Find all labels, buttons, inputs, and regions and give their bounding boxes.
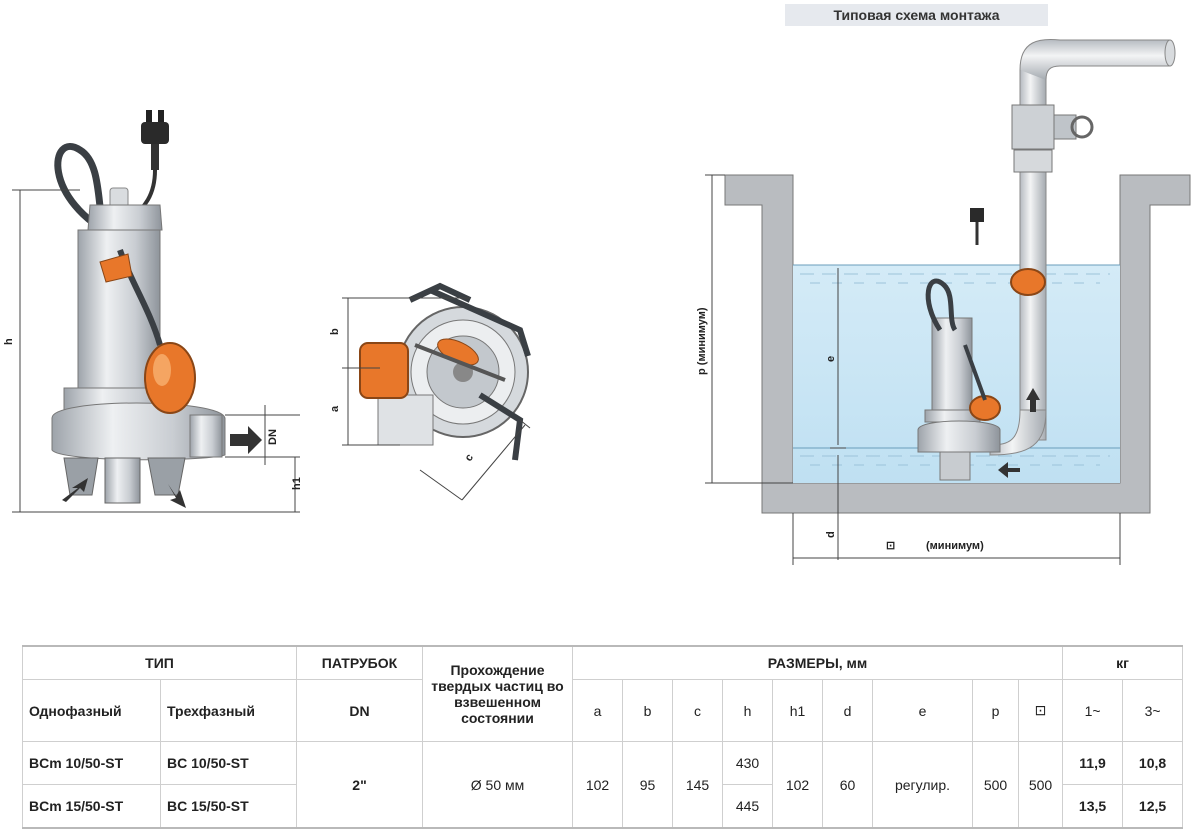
table-row: BCm 10/50-ST BC 10/50-ST 2" Ø 50 мм 102 … xyxy=(22,741,1184,829)
label-dn: DN xyxy=(267,429,279,445)
dimension-width xyxy=(792,513,1121,565)
row1-three: BC 10/50-ST xyxy=(160,741,297,785)
label-h: h xyxy=(3,338,15,345)
dimension-p xyxy=(705,174,793,484)
header-col-h: h xyxy=(722,679,773,742)
header-single-phase: Однофазный xyxy=(22,679,161,742)
header-weight-1ph: 1~ xyxy=(1062,679,1124,742)
cell-d: 60 xyxy=(822,741,873,829)
dimension-h xyxy=(12,189,300,513)
width-minimum: (минимум) xyxy=(926,540,984,552)
installation-schema xyxy=(724,39,1191,514)
cell-width: 500 xyxy=(1017,741,1064,829)
label-d: d xyxy=(825,531,837,538)
row1-w3: 10,8 xyxy=(1122,741,1184,785)
header-weight-3ph: 3~ xyxy=(1122,679,1184,742)
width-symbol: ⊡ xyxy=(886,540,895,552)
header-col-d: d xyxy=(822,679,873,742)
cell-e: регулир. xyxy=(872,741,973,829)
label-b: b xyxy=(329,328,341,335)
row2-three: BC 15/50-ST xyxy=(160,784,297,829)
label-p-min: p (минимум) xyxy=(696,307,708,375)
header-outlet: ПАТРУБОК xyxy=(296,645,423,680)
header-col-e: e xyxy=(872,679,973,742)
header-dimensions: РАЗМЕРЫ, мм xyxy=(571,645,1064,680)
header-col-c: c xyxy=(672,679,723,742)
label-e: e xyxy=(825,356,837,362)
label-c: c xyxy=(463,452,476,464)
header-col-b: b xyxy=(622,679,673,742)
dimension-e xyxy=(830,268,846,449)
cell-p: 500 xyxy=(972,741,1019,829)
dimension-a-b-c xyxy=(342,297,531,501)
pump-top-view xyxy=(359,282,531,461)
cell-solids: Ø 50 мм xyxy=(422,741,573,829)
pump-side-view xyxy=(51,110,262,508)
header-col-p: p xyxy=(972,679,1019,742)
header-weight: кг xyxy=(1062,645,1184,680)
cell-h1: 102 xyxy=(772,741,823,829)
cell-c: 145 xyxy=(672,741,723,829)
cell-dn: 2" xyxy=(296,741,423,829)
technical-drawings: h DN h1 b a c xyxy=(3,39,1191,565)
label-a: a xyxy=(329,405,341,412)
row2-single: BCm 15/50-ST xyxy=(22,784,161,829)
header-col-h1: h1 xyxy=(772,679,823,742)
row1-w1: 11,9 xyxy=(1062,741,1124,785)
dimension-h1-dn xyxy=(225,405,300,512)
row1-h: 430 xyxy=(722,741,773,785)
row2-w3: 12,5 xyxy=(1122,784,1184,829)
header-type: ТИП xyxy=(22,645,297,680)
table-row: BCm 15/50-ST BC 15/50-ST 445 13,5 12,5 xyxy=(22,784,1184,829)
row2-h: 445 xyxy=(722,784,773,829)
cell-b: 95 xyxy=(622,741,673,829)
installation-schema-title: Типовая схема монтажа xyxy=(785,4,1048,26)
header-dn: DN xyxy=(296,679,423,742)
header-three-phase: Трехфазный xyxy=(160,679,297,742)
header-col-width: ⊡ xyxy=(1017,679,1064,742)
specification-table: ТИП ПАТРУБОК Прохождение твердых частиц … xyxy=(22,645,1184,829)
row2-w1: 13,5 xyxy=(1062,784,1124,829)
header-solids: Прохождение твердых частиц во взвешенном… xyxy=(422,645,573,742)
cell-a: 102 xyxy=(572,741,623,829)
label-h1: h1 xyxy=(291,477,303,490)
header-col-a: a xyxy=(572,679,623,742)
row1-single: BCm 10/50-ST xyxy=(22,741,161,785)
